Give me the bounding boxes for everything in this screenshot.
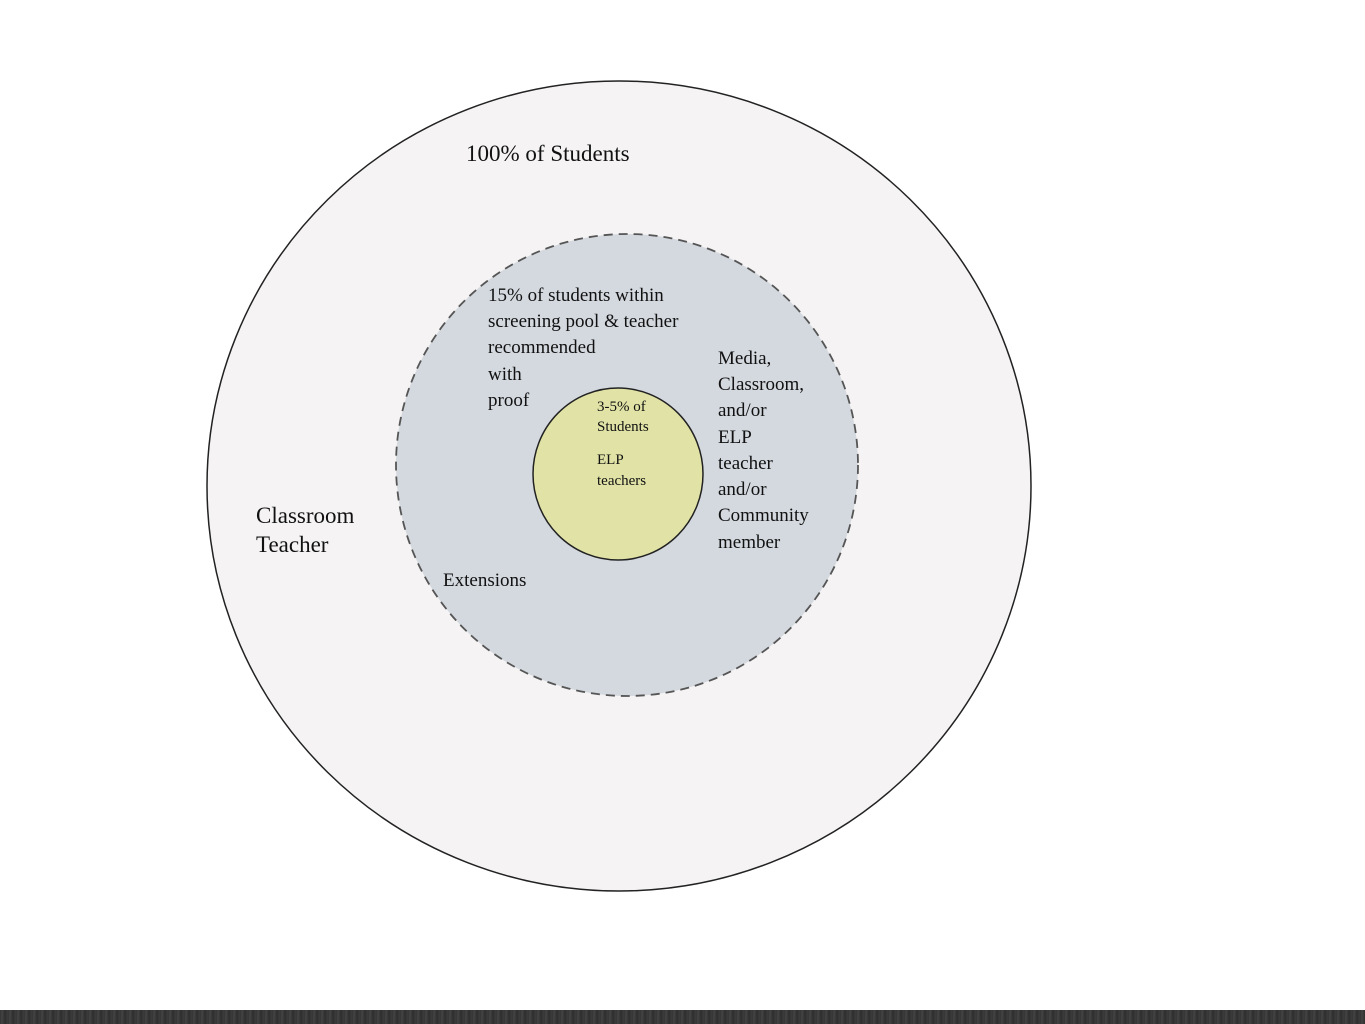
inner-circle-role: ELP teachers <box>597 452 647 489</box>
outer-ring-title: 100% of Students <box>466 141 630 166</box>
middle-ring-role: Media, Classroom, and/or ELP teacher and… <box>718 348 809 553</box>
outer-ring-role: Classroom Teacher <box>256 503 355 557</box>
inner-circle <box>532 387 704 561</box>
middle-ring-extensions-label: Extensions <box>443 570 527 591</box>
middle-ring-title: 15% of students within screening pool & … <box>488 285 679 411</box>
bottom-bar <box>0 1010 1365 1024</box>
inner-circle-title: 3-5% of Students <box>597 399 649 435</box>
